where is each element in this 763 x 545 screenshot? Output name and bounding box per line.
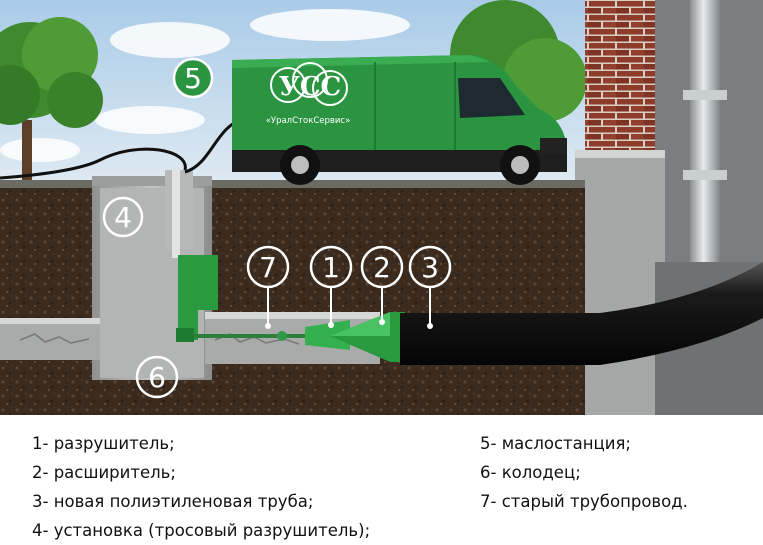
van-logo-text: УСС	[279, 72, 342, 102]
legend-item: 4- установка (тросовый разрушитель);	[32, 521, 371, 540]
soil	[0, 188, 585, 415]
service-van	[232, 55, 567, 185]
legend-item: 7- старый трубопровод.	[480, 492, 688, 511]
brick-wall	[585, 0, 655, 150]
legend-item: 5- маслостанция;	[480, 434, 631, 453]
destroyer	[305, 320, 350, 350]
legend-item: 1- разрушитель;	[32, 434, 175, 453]
callout-4-label: 4	[114, 201, 132, 234]
callout-1-label: 1	[322, 251, 340, 284]
road-surface	[0, 180, 585, 188]
hydraulic-hose	[0, 147, 187, 180]
callout-3: 3	[408, 245, 452, 289]
cable-bursting-installation	[165, 168, 218, 342]
legend-item: 6- колодец;	[480, 463, 581, 482]
legend-column-left: 1- разрушитель; 2- расширитель; 3- новая…	[32, 429, 370, 545]
callout-1: 1	[309, 245, 353, 289]
callout-6: 6	[135, 355, 179, 399]
legend: 1- разрушитель; 2- расширитель; 3- новая…	[0, 415, 763, 545]
company-logo: УСС «УралСтокСервис»	[266, 62, 351, 126]
leader-lines	[267, 288, 431, 326]
callout-5: 5	[172, 57, 214, 99]
legend-item: 2- расширитель;	[32, 463, 176, 482]
downpipe	[690, 0, 720, 262]
callout-2: 2	[360, 245, 404, 289]
tree-left	[0, 17, 103, 180]
legend-item: 3- новая полиэтиленовая труба;	[32, 492, 314, 511]
foundation	[575, 150, 665, 415]
van-brand-text: «УралСтокСервис»	[266, 116, 351, 126]
callout-4: 4	[102, 196, 144, 238]
new-polyethylene-pipe	[400, 262, 763, 365]
callout-5-label: 5	[184, 62, 202, 95]
callout-2-label: 2	[373, 251, 391, 284]
callout-7: 7	[246, 245, 290, 289]
callout-3-label: 3	[421, 251, 439, 284]
legend-column-right: 5- маслостанция; 6- колодец; 7- старый т…	[480, 429, 688, 516]
pipe-bursting-diagram: УСС «УралСтокСервис» 5 4 7 1 2 3	[0, 0, 763, 415]
callout-7-label: 7	[259, 251, 277, 284]
callout-6-label: 6	[148, 361, 166, 394]
clouds	[0, 9, 410, 162]
